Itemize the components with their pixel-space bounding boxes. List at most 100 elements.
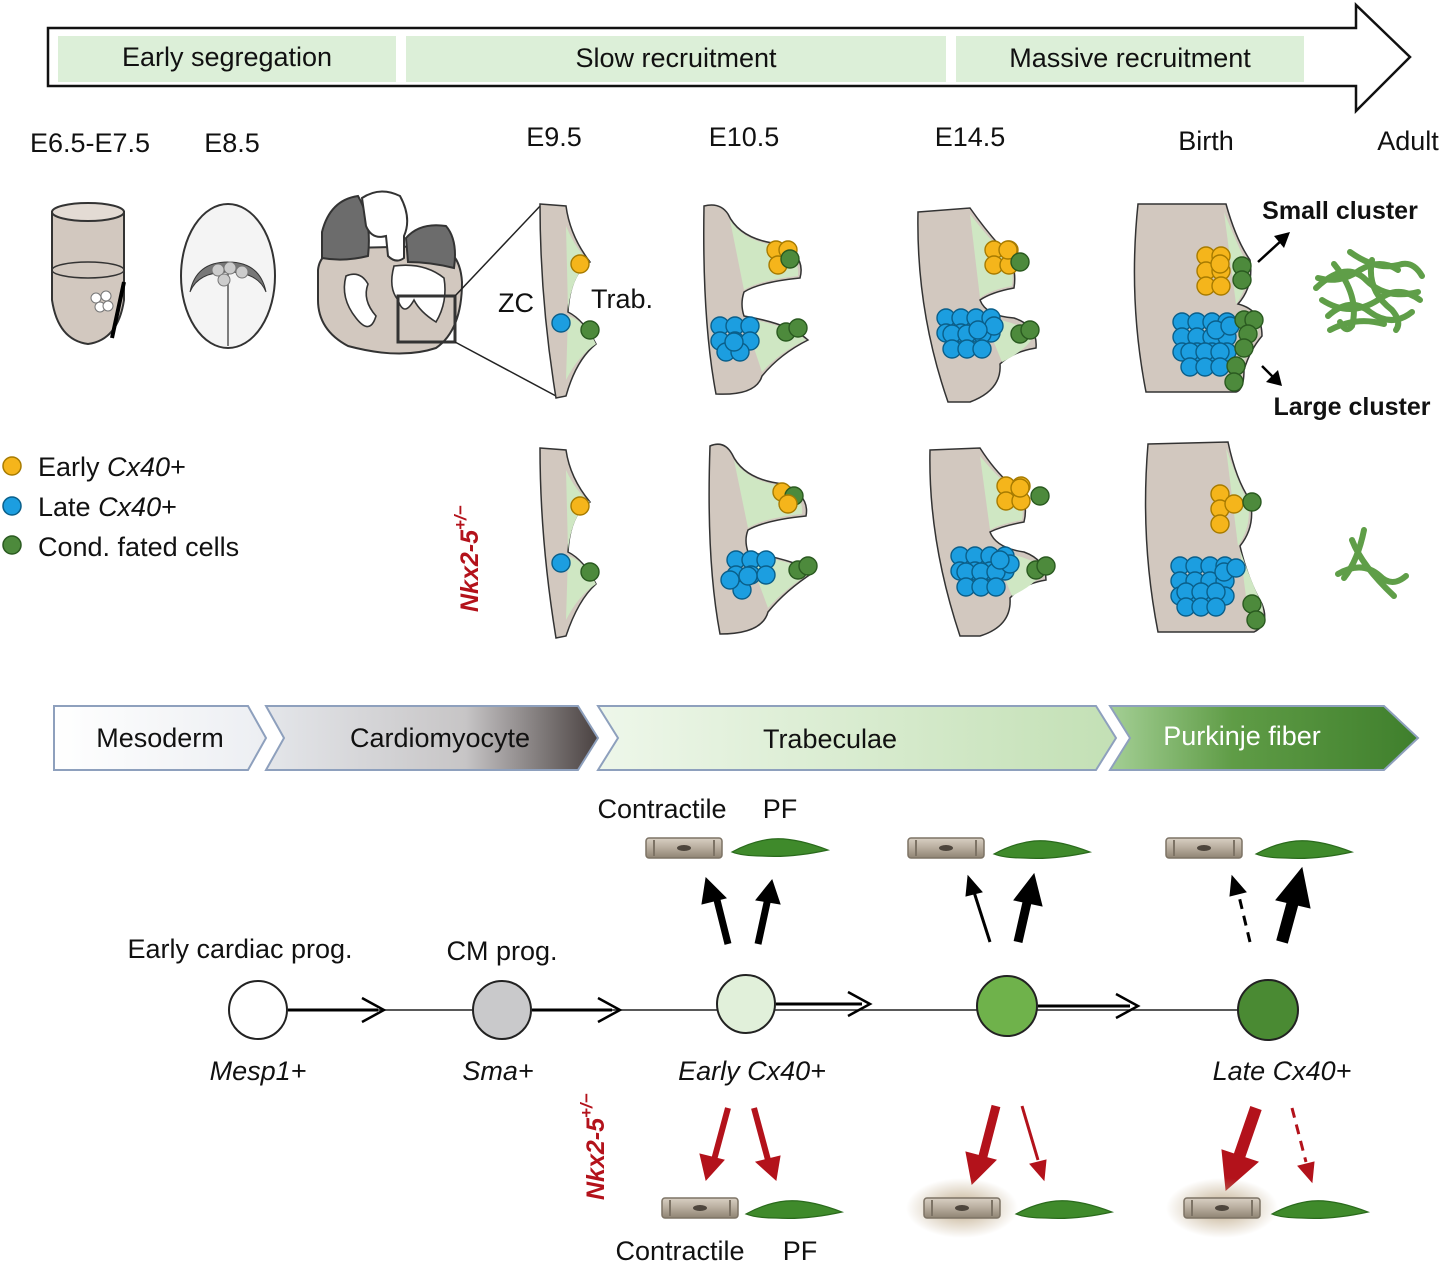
contractile-cell-icon — [661, 1197, 739, 1219]
purkinje-cell-icon — [1271, 1200, 1369, 1220]
cell-dot — [720, 570, 740, 590]
purkinje-cell-icon — [1015, 1200, 1113, 1220]
cell-dot — [972, 339, 992, 359]
legend: Early Cx40+ Late Cx40+ Cond. fated cells — [2, 452, 239, 562]
cell-dot — [998, 240, 1018, 260]
chevron-cardiomyocyte — [264, 705, 600, 771]
cell-dot — [724, 332, 744, 352]
trab-label: Trab. — [591, 284, 653, 314]
mutant-fate-arrows — [699, 1104, 1315, 1192]
cell-dot — [788, 318, 808, 338]
section-e10-5 — [703, 204, 810, 395]
mutant-genotype-label: Nkx2-5+/− — [451, 505, 484, 612]
mutant-section-e10-5 — [708, 443, 816, 635]
contractile-cell-icon — [1165, 837, 1243, 859]
purkinje-network-icon — [1313, 249, 1425, 333]
wildtype-fate-arrows — [701, 866, 1311, 945]
stage-label: E8.5 — [204, 128, 260, 158]
cell-dot — [551, 313, 571, 333]
phase-label: Massive recruitment — [1009, 43, 1251, 73]
node-bottom-label: Late Cx40+ — [1213, 1056, 1352, 1086]
chevron-purkinje-fiber — [1108, 705, 1420, 771]
stage-labels: E6.5-E7.5 E8.5 E9.5 E10.5 E14.5 Birth Ad… — [30, 122, 1439, 158]
legend-swatch — [2, 496, 22, 516]
cell-dot — [1226, 558, 1246, 578]
cell-dot — [1020, 320, 1040, 340]
cell-dot — [1242, 492, 1262, 512]
large-cluster-label: Large cluster — [1273, 393, 1430, 421]
cell-dot — [798, 556, 818, 576]
heart-section-icon — [317, 190, 557, 397]
section-e9-5 — [539, 203, 597, 399]
contractile-cell-icon — [907, 837, 985, 859]
embryo-e6-icon — [51, 202, 126, 346]
legend-swatch — [2, 535, 22, 555]
fate-label-pf: PF — [763, 794, 798, 824]
cell-dot — [1010, 478, 1030, 498]
node-early-cx40 — [716, 974, 776, 1034]
cell-dot — [580, 562, 600, 582]
cell-dot — [780, 249, 800, 269]
phase-slow-recruitment — [406, 36, 946, 82]
cell-dot — [990, 550, 1010, 570]
phase-massive-recruitment — [956, 36, 1304, 82]
purkinje-cell-icon — [731, 838, 829, 858]
cell-dot — [968, 320, 988, 340]
legend-label: Cond. fated cells — [38, 532, 239, 562]
stage-label: Adult — [1377, 126, 1439, 156]
cell-dot — [1242, 594, 1262, 614]
cell-dot — [986, 577, 1006, 597]
legend-item-late-cx40: Late Cx40+ — [2, 492, 177, 522]
lineage-label: Cardiomyocyte — [350, 723, 530, 753]
cell-dot — [1210, 514, 1230, 534]
cell-dot — [1246, 610, 1266, 630]
purkinje-cell-icon — [1255, 840, 1353, 860]
node-top-label: CM prog. — [446, 936, 557, 966]
fate-label-pf: PF — [783, 1236, 818, 1263]
fate-label-contractile: Contractile — [597, 794, 726, 824]
timeline-arrow: Early segregation Slow recruitment Massi… — [46, 2, 1412, 115]
cell-dot — [1210, 254, 1230, 274]
node-mesp1 — [228, 980, 288, 1040]
cell-dot — [580, 320, 600, 340]
contractile-cell-icon — [923, 1197, 1001, 1219]
purkinje-cell-icon — [745, 1200, 843, 1220]
node-bottom-label: Early Cx40+ — [678, 1056, 826, 1086]
stage-label: E14.5 — [935, 122, 1006, 152]
chevron-mesoderm — [53, 705, 268, 771]
phase-label: Slow recruitment — [575, 43, 777, 73]
cell-dot — [570, 254, 590, 274]
cell-dot — [984, 316, 1004, 336]
cell-dot — [1232, 270, 1252, 290]
fate-label-contractile: Contractile — [615, 1236, 744, 1263]
lineage-label: Purkinje fiber — [1163, 721, 1321, 751]
section-e14-5 — [917, 207, 1037, 403]
mutant-trabecula-sections — [539, 441, 1266, 639]
mutant-genotype-label: Nkx2-5+/− — [577, 1093, 610, 1200]
lineage-label: Mesoderm — [96, 723, 224, 753]
cell-dot — [1206, 597, 1226, 617]
phase-label: Early segregation — [122, 42, 332, 72]
cell-dot — [1036, 556, 1056, 576]
cell-dot — [570, 496, 590, 516]
stage-label: E10.5 — [709, 122, 780, 152]
node-sma — [472, 980, 532, 1040]
node-bottom-label: Mesp1+ — [210, 1056, 307, 1086]
stage-label: Birth — [1178, 126, 1234, 156]
legend-item-cond-fated: Cond. fated cells — [2, 532, 239, 562]
cell-dot — [738, 566, 758, 586]
legend-swatch — [2, 456, 22, 476]
stage-label: E9.5 — [526, 122, 582, 152]
node-late-cx40 — [1237, 979, 1299, 1041]
cell-clusters — [551, 240, 1266, 630]
node-intermediate — [976, 975, 1038, 1037]
lineage-bar: Mesoderm Cardiomyocyte Trabeculae Purkin… — [53, 705, 1420, 771]
chevron-trabeculae — [596, 705, 1118, 771]
cell-dot — [1226, 356, 1246, 376]
purkinje-cell-icon — [993, 840, 1091, 860]
zc-label: ZC — [498, 288, 534, 318]
legend-label: Late Cx40+ — [38, 492, 177, 522]
cell-dot — [1211, 276, 1231, 296]
phase-early-segregation — [58, 36, 396, 82]
